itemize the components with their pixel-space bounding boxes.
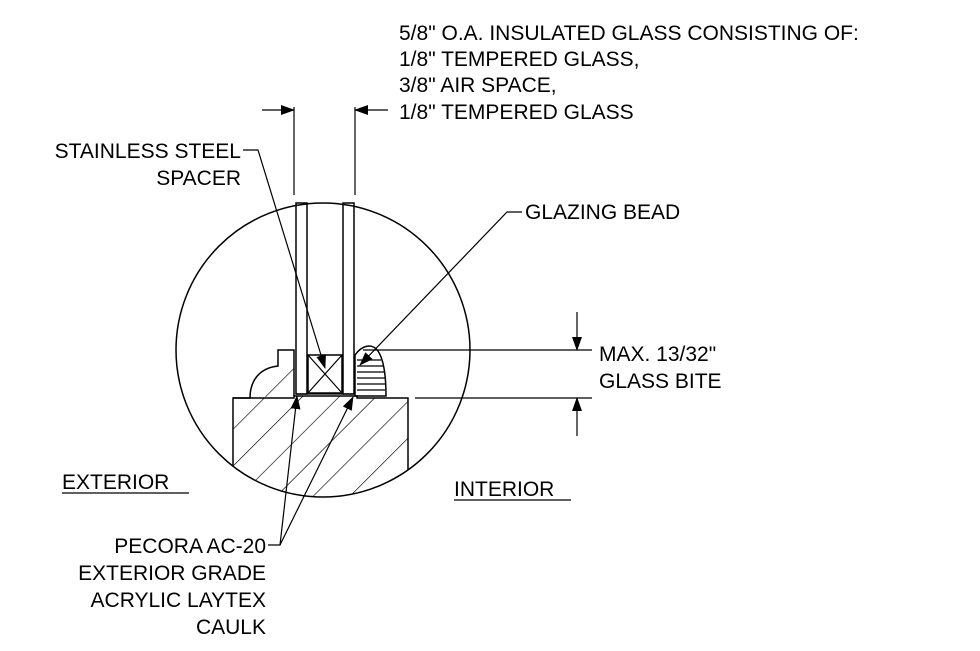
interior-label: INTERIOR: [454, 478, 554, 501]
glass-bite-note-line-1: MAX. 13/32": [599, 343, 716, 366]
frame-section: [232, 349, 409, 497]
glass-note-line-3: 3/8" AIR SPACE,: [399, 74, 557, 97]
exterior-label: EXTERIOR: [62, 471, 169, 494]
glass-bite-dimension: [363, 312, 592, 436]
caulk-note-line-3: ACRYLIC LAYTEX: [91, 589, 266, 612]
caulk-leaders: [268, 395, 354, 546]
glazing-bead: [354, 345, 387, 397]
caulk-note-line-1: PECORA AC-20: [114, 535, 266, 558]
caulk-note-line-4: CAULK: [196, 616, 266, 639]
glazing-bead-leader: [359, 211, 522, 366]
exterior-glass-pane: [295, 202, 308, 395]
glazing-bead-note: GLAZING BEAD: [525, 201, 680, 224]
spacer-note-line-1: STAINLESS STEEL: [55, 140, 241, 163]
insulated-glass-unit: [295, 202, 355, 395]
spacer-leader: [243, 149, 326, 369]
glass-note-line-2: 1/8" TEMPERED GLASS,: [399, 48, 640, 71]
spacer-note-line-2: SPACER: [156, 167, 241, 190]
glass-bite-note-line-2: GLASS BITE: [599, 370, 722, 393]
glass-note-line-4: 1/8" TEMPERED GLASS: [399, 101, 634, 124]
glass-note-line-1: 5/8" O.A. INSULATED GLASS CONSISTING OF:: [399, 22, 859, 45]
caulk-note-line-2: EXTERIOR GRADE: [78, 562, 266, 585]
interior-glass-pane: [342, 202, 355, 395]
glass-thickness-dimension: [262, 105, 388, 195]
